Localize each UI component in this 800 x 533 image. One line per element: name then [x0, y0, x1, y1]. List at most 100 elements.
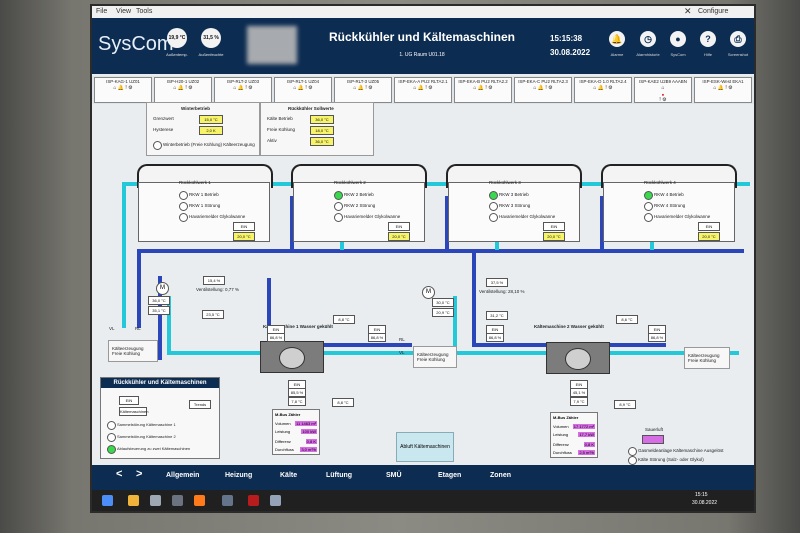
app-icon-3[interactable] [248, 495, 259, 506]
chiller2-left-temp: 31,2 °C [486, 311, 508, 320]
menu-view[interactable]: View [116, 8, 132, 15]
tab-status-icons: ⌂ 🔔 ! ⚙ [113, 85, 133, 91]
menu-tools[interactable]: Tools [136, 8, 153, 15]
left-mixer-valve-icon: M [156, 282, 169, 295]
nav-next-icon[interactable]: > [136, 468, 143, 480]
nav-kaelte[interactable]: Kälte [280, 472, 298, 479]
header-date: 30.08.2022 [550, 48, 591, 57]
tower2-ein[interactable]: EIN [388, 222, 410, 231]
nav-allgemein[interactable]: Allgemein [166, 472, 200, 479]
tab-isp-eka-d[interactable]: ISP-EKA-D 1.0 RLTA2.4⌂ 🔔 ! ⚙ [574, 77, 632, 103]
tower2-status-3 [334, 213, 343, 222]
tower3-row-2: RKW 3 Störung [499, 203, 531, 208]
tower3-title: Rückkühlwerk 3 [489, 180, 521, 185]
nav-heizung[interactable]: Heizung [225, 472, 253, 479]
windows-taskbar: 15:15 30.08.2022 [92, 490, 754, 511]
kaelteerzeugung-left-text: Kälteerzeugung Freie Kühlung [112, 346, 144, 356]
help-label: Hilfe [703, 52, 712, 57]
user-icon[interactable]: ● [670, 31, 686, 47]
nav-etagen[interactable]: Etagen [438, 472, 462, 479]
tab-isp-esk-west[interactable]: ISP-ESK-West EKA1⌂ 🔔 ! ⚙ [694, 77, 752, 103]
winterbetrieb-title: Winterbetrieb [181, 106, 210, 111]
tab-isp-kae2[interactable]: ISP-KAE2 U2B9 AAABN⌂ ● ! ⚙ [634, 77, 692, 103]
outside-temp-sensor: 19,9 °C [167, 28, 187, 48]
tower3-status-1 [489, 191, 498, 200]
tower3-ein[interactable]: EIN [543, 222, 565, 231]
tab-isp-h20-1[interactable]: ISP-H20-1 UZ02⌂ 🔔 ! ⚙ [154, 77, 212, 103]
header-time: 15:15:38 [550, 34, 583, 43]
mbus-left-value-1: 11 1463 m³ [295, 421, 317, 426]
alarms-label: Alarme [610, 52, 624, 57]
tab-isp-rlt-2[interactable]: ISP-RLT-2 UZ03⌂ 🔔 ! ⚙ [214, 77, 272, 103]
tower4-row-3: Havariemelder Glykolwanne [654, 214, 711, 219]
tower2-row-3: Havariemelder Glykolwanne [344, 214, 401, 219]
tab-isp-eka-c[interactable]: ISP-EKA-C PU2 RLTA2.3⌂ 🔔 ! ⚙ [514, 77, 572, 103]
tab-isp-rlt-3[interactable]: ISP-RLT-3 UZ05⌂ 🔔 ! ⚙ [334, 77, 392, 103]
kaelteerzeugung-right: Kälteerzeugung Freie Kühlung [684, 347, 730, 369]
windows-start-icon[interactable] [102, 495, 113, 506]
tower4-status-1 [644, 191, 653, 200]
nav-prev-icon[interactable]: < [116, 468, 123, 480]
right-temp-b: 20,9 °C [432, 308, 454, 317]
app-icon-2[interactable] [172, 495, 183, 506]
tower3-panel: Rückkühlwerk 3 RKW 3 Betrieb RKW 3 Störu… [448, 180, 580, 242]
tower4-ein[interactable]: EIN [698, 222, 720, 231]
abluft-kaeltemaschinen-button[interactable]: Abluft Kältemaschinen [396, 432, 454, 462]
alarm-history-label: Alarmhistorie [636, 52, 660, 57]
panel-item-1-indicator [107, 421, 116, 430]
chiller1-unit [260, 341, 324, 373]
left-branch-blue [158, 276, 162, 360]
app-icon-4[interactable] [270, 495, 281, 506]
winterbetrieb-box: Winterbetrieb Grenzwert 15,0 °C Hysteres… [146, 102, 260, 156]
tower4-title: Rückkühlwerk 4 [644, 180, 676, 185]
nav-zonen[interactable]: Zonen [490, 472, 511, 479]
panel-kaeltemaschinen-button[interactable]: Kältemaschinen [119, 407, 149, 416]
syscom-taskbar-icon[interactable] [222, 495, 233, 506]
mbus-left-label-4: Durchfluss [275, 447, 294, 452]
chiller2-title: Kältemaschine 2 Wasser gekühlt [534, 324, 604, 329]
nav-lueftung[interactable]: Lüftung [326, 472, 353, 479]
bell-icon[interactable]: 🔔 [609, 31, 625, 47]
nav-smue[interactable]: SMÜ [386, 472, 402, 479]
panel-trends-button[interactable]: Trends [189, 400, 211, 409]
app-icon-1[interactable] [150, 495, 161, 506]
chiller2-compressor-icon [565, 348, 591, 370]
tower1-panel: Rückkühlwerk 1 RKW 1 Betrieb RKW 1 Störu… [138, 180, 270, 242]
mbus-left-value-3: 0,8 K [305, 439, 317, 444]
chiller2-bottom-temp: 7,9 °C [570, 397, 588, 406]
tower4-row-1: RKW 4 Betrieb [654, 192, 684, 197]
tab-isp-rlt-1[interactable]: ISP-RLT-1 UZ04⌂ 🔔 ! ⚙ [274, 77, 332, 103]
file-explorer-icon[interactable] [128, 495, 139, 506]
help-icon[interactable]: ? [700, 31, 716, 47]
bottom-nav: < > Allgemein Heizung Kälte Lüftung SMÜ … [92, 465, 754, 490]
tower3-blue-drop [600, 196, 604, 250]
grenzwert-label: Grenzwert [153, 116, 174, 121]
chiller1-pct-a: 86,8 % [368, 333, 386, 342]
clock-icon[interactable]: ◷ [640, 31, 656, 47]
rueckkuehler-sollwerte-box: Rückkühler Sollwerte Kälte Betrieb 36,0 … [260, 102, 374, 156]
rl-label-left: RL [135, 326, 141, 331]
rueckkuehler-sollwerte-title: Rückkühler Sollwerte [288, 106, 334, 111]
tower1-row-2: RKW 1 Störung [189, 203, 221, 208]
chiller1-title: Kältemaschine 1 Wasser gekühlt [263, 324, 333, 329]
menu-file[interactable]: File [96, 8, 108, 15]
left-temp-b: 35,1 °C [148, 306, 170, 315]
mbus-right-value-1: 17 1772 m³ [572, 424, 595, 429]
tower1-blue-drop [290, 196, 294, 250]
right-valve-label: Ventilstellung: 28,10 % [479, 289, 525, 294]
window-close-icon[interactable]: ✕ [684, 6, 692, 16]
aktiv-value: 36,0 °C [310, 137, 334, 146]
panel-ein-button[interactable]: EIN [119, 396, 139, 405]
mbus-right-value-4: 2,5 m³/h [578, 450, 595, 455]
firefox-icon[interactable] [194, 495, 205, 506]
kaelteerzeugung-mid-text: Kälteerzeugung Freie Kühlung [417, 352, 449, 362]
configure-menu[interactable]: Configure [698, 8, 729, 15]
tab-isp-eka-b[interactable]: ISP-EKA-B PU2 RLTA2.2⌂ 🔔 ! ⚙ [454, 77, 512, 103]
tab-isp-eka-a[interactable]: ISP-EKA-A PU2 RLTA2.1⌂ 🔔 ! ⚙ [394, 77, 452, 103]
tower1-ein[interactable]: EIN [233, 222, 255, 231]
printer-icon[interactable]: ⎙ [730, 31, 746, 47]
tab-isp-kag-1[interactable]: ISP-KAG-1 UZ01⌂ 🔔 ! ⚙ [94, 77, 152, 103]
